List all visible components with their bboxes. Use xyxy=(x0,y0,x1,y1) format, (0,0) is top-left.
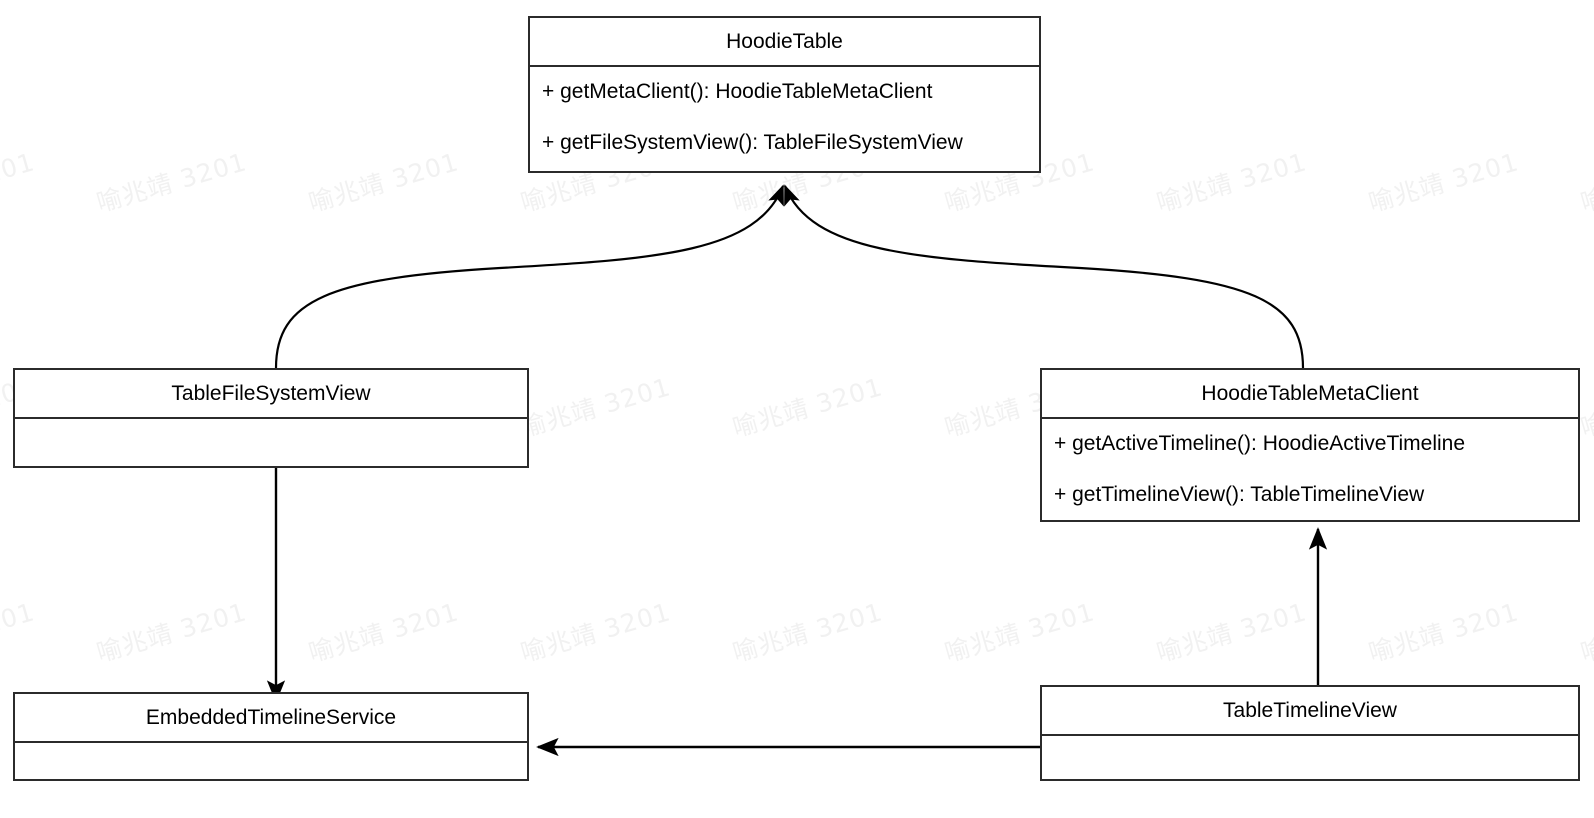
watermark-label: 喻兆靖 3201 xyxy=(1577,597,1594,668)
class-member: + getTimelineView(): TableTimelineView xyxy=(1054,483,1425,506)
class-box-hoodie-table-meta-client[interactable]: HoodieTableMetaClient + getActiveTimelin… xyxy=(1040,368,1580,522)
watermark-label: 喻兆靖 3201 xyxy=(305,597,462,668)
class-members-hoodie-table: + getMetaClient(): HoodieTableMetaClient… xyxy=(530,67,1039,173)
watermark-label: 喻兆靖 3201 xyxy=(1153,597,1310,668)
class-member: + getFileSystemView(): TableFileSystemVi… xyxy=(542,131,963,154)
watermark-label: 喻兆靖 3201 xyxy=(1365,597,1522,668)
edge-tablefilesystemview-to-hoodietable xyxy=(274,184,785,369)
watermark-label: 喻兆靖 3201 xyxy=(93,147,250,218)
watermark-label: 喻兆靖 3201 xyxy=(729,597,886,668)
edge-hoodietablemetaclient-to-hoodietable xyxy=(783,184,1305,369)
watermark-label: 喻兆靖 3201 xyxy=(1153,147,1310,218)
class-box-embedded-timeline-service[interactable]: EmbeddedTimelineService xyxy=(13,692,529,781)
class-members-table-file-system-view xyxy=(15,419,527,468)
watermark-label: 喻兆靖 3201 xyxy=(93,597,250,668)
class-member: + getMetaClient(): HoodieTableMetaClient xyxy=(542,80,933,103)
class-members-table-timeline-view xyxy=(1042,736,1578,781)
class-name-hoodie-table: HoodieTable xyxy=(530,18,1039,67)
watermark-label: 喻兆靖 3201 xyxy=(0,597,38,667)
watermark-label: 喻兆靖 3201 xyxy=(0,147,38,217)
class-name-table-timeline-view: TableTimelineView xyxy=(1042,687,1578,736)
class-members-embedded-timeline-service xyxy=(15,743,527,781)
class-name-embedded-timeline-service: EmbeddedTimelineService xyxy=(15,694,527,743)
class-box-hoodie-table[interactable]: HoodieTable + getMetaClient(): HoodieTab… xyxy=(528,16,1041,173)
class-member: + getActiveTimeline(): HoodieActiveTimel… xyxy=(1054,432,1466,455)
watermark-label: 喻兆靖 3201 xyxy=(941,597,1098,668)
class-box-table-timeline-view[interactable]: TableTimelineView xyxy=(1040,685,1580,781)
watermark-label: 喻兆靖 3201 xyxy=(517,372,674,443)
class-box-table-file-system-view[interactable]: TableFileSystemView xyxy=(13,368,529,468)
class-name-hoodie-table-meta-client: HoodieTableMetaClient xyxy=(1042,370,1578,419)
watermark-label: 喻兆靖 3201 xyxy=(1577,147,1594,218)
class-name-table-file-system-view: TableFileSystemView xyxy=(15,370,527,419)
watermark-label: 喻兆靖 3201 xyxy=(729,372,886,443)
class-members-hoodie-table-meta-client: + getActiveTimeline(): HoodieActiveTimel… xyxy=(1042,419,1578,522)
watermark-label: 喻兆靖 3201 xyxy=(517,597,674,668)
watermark-label: 喻兆靖 3201 xyxy=(1365,147,1522,218)
watermark-label: 喻兆靖 3201 xyxy=(305,147,462,218)
